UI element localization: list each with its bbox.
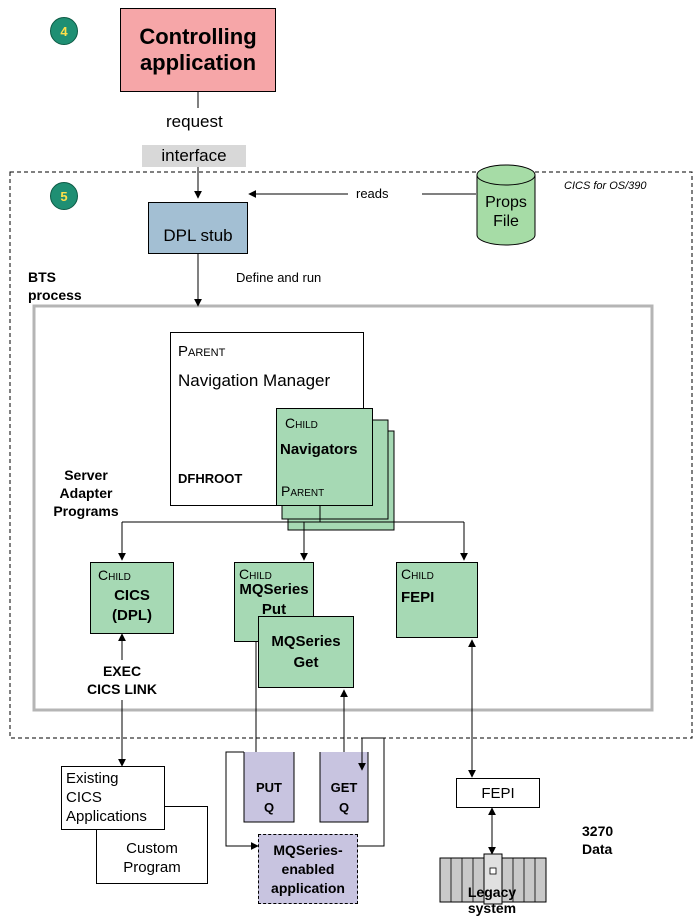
get-q-line1: GET [330, 780, 358, 795]
fepi-box: FEPI [456, 778, 540, 808]
bts-label-line1: BTS [28, 269, 56, 285]
define-run-label: Define and run [236, 270, 322, 285]
data-label-line2: Data [582, 841, 613, 857]
server-adapter-line1: Server [64, 467, 108, 483]
put-queue-container [243, 752, 295, 823]
mq-get-line1: MQSeries [271, 633, 341, 650]
legacy-mainframe-icon [439, 853, 547, 905]
controlling-application-box: Controlling application [120, 8, 276, 92]
exec-cics-link-label: EXEC CICS LINK [62, 662, 182, 698]
fepi-box-label: FEPI [481, 784, 515, 802]
existing-apps-line1: Existing [66, 770, 119, 787]
cics-child-tag: Child [98, 567, 131, 583]
bts-process-label: BTS process [28, 268, 108, 304]
step-4-badge: 4 [50, 17, 78, 45]
mq-app-line3: application [271, 879, 345, 896]
exec-label-line2: CICS LINK [87, 681, 157, 697]
bts-process-frame [32, 304, 654, 712]
mq-app-left-loop [225, 751, 259, 850]
mq-put-line1: MQSeries [239, 581, 309, 598]
fepi-child-tag: Child [401, 566, 434, 582]
navigators-parent-tag: Parent [281, 483, 325, 499]
legacy-system-label: Legacy system [452, 884, 532, 916]
navigators-box: Child Navigators Parent [276, 408, 373, 506]
cics-dpl-child-box: Child CICS (DPL) [90, 562, 174, 634]
custom-program-label: Custom Program [97, 839, 207, 877]
region-label: CICS for OS/390 [564, 180, 647, 192]
cics-region-border [9, 171, 693, 739]
navigators-title: Navigators [280, 441, 358, 458]
mq-app-line2: enabled [281, 860, 335, 877]
existing-cics-applications-box: Existing CICS Applications [61, 766, 165, 830]
put-q-label: PUT Q [244, 776, 294, 820]
mq-put-child-tag: Child [239, 566, 272, 582]
existing-apps-line3: Applications [66, 808, 147, 825]
parent-tag: Parent [178, 343, 226, 360]
props-file-label: Props File [477, 190, 535, 234]
interface-box: interface [142, 145, 246, 167]
put-q-line1: PUT [256, 780, 282, 795]
props-file-cylinder [476, 164, 536, 246]
dpl-stub-label: DPL stub [163, 226, 233, 245]
props-file-line2: File [493, 213, 519, 230]
data-label-line1: 3270 [582, 823, 614, 839]
mq-app-line1: MQSeries- [273, 841, 343, 858]
navigators-child-tag: Child [285, 415, 318, 431]
existing-apps-line2: CICS [66, 789, 102, 806]
legacy-line1: Legacy [467, 884, 517, 900]
cics-child-line1: CICS [114, 587, 150, 604]
mq-put-line2: Put [261, 601, 287, 618]
navigation-manager-title: Navigation Manager [178, 371, 331, 390]
custom-program-line2: Program [123, 859, 181, 876]
controlling-application-label: Controlling application [139, 24, 257, 75]
mqseries-enabled-application-box: MQSeries- enabled application [258, 834, 358, 904]
exec-label-line1: EXEC [102, 663, 142, 679]
fepi-child-label: FEPI [401, 589, 435, 606]
dfhroot-label: DFHROOT [178, 471, 243, 486]
get-q-line2: Q [338, 800, 350, 815]
reads-label: reads [356, 186, 389, 201]
dpl-stub-box: DPL stub [148, 202, 248, 254]
step-5-badge: 5 [50, 182, 78, 210]
3270-data-label: 3270 Data [582, 822, 642, 858]
fepi-child-box: Child FEPI [396, 562, 478, 638]
mqseries-get-child-box: MQSeries Get [258, 616, 354, 688]
existing-apps-label: Existing CICS Applications [66, 769, 147, 826]
interface-label: interface [161, 146, 227, 165]
get-queue-container [319, 752, 369, 823]
custom-program-line1: Custom [126, 840, 178, 857]
get-q-label: GET Q [320, 776, 368, 820]
server-adapter-line3: Programs [53, 503, 119, 519]
mq-get-line2: Get [293, 654, 319, 671]
server-adapter-line2: Adapter [59, 485, 113, 501]
put-q-line2: Q [263, 800, 275, 815]
mq-app-right-loop [358, 737, 385, 847]
request-label: request [166, 112, 223, 131]
bts-label-line2: process [28, 287, 82, 303]
legacy-line2: system [467, 900, 517, 916]
server-adapter-label: Server Adapter Programs [36, 466, 136, 520]
props-file-line1: Props [485, 194, 527, 211]
cics-child-line2: (DPL) [112, 607, 152, 624]
